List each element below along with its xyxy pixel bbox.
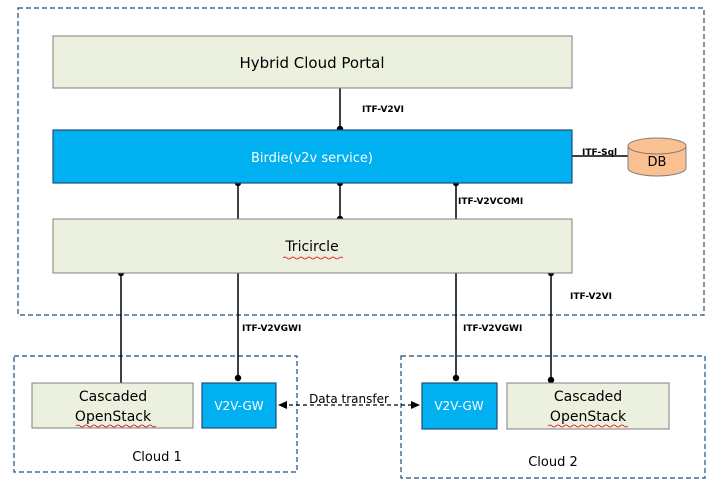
cascaded-openstack-left-box xyxy=(31,382,194,429)
tricircle-box xyxy=(52,218,573,274)
openstack-left-spellcheck-underline xyxy=(75,424,157,428)
cascaded-right-line2: OpenStack xyxy=(550,409,627,425)
itf-v2vi-right-label: ITF-V2VI xyxy=(570,292,612,302)
cascaded-left-line1: Cascaded xyxy=(79,389,147,405)
main-region xyxy=(17,7,705,316)
itf-v2vgwi-left-label: ITF-V2VGWI xyxy=(242,324,301,334)
db-cylinder xyxy=(627,137,687,177)
connectors xyxy=(120,88,628,406)
portal-label: Hybrid Cloud Portal xyxy=(239,54,384,72)
db-label: DB xyxy=(648,155,667,170)
v2v-gw-left-label: V2V-GW xyxy=(214,399,263,413)
cascaded-right-line1: Cascaded xyxy=(554,389,622,405)
openstack-right-spellcheck-underline xyxy=(547,424,629,428)
cloud2-region xyxy=(400,355,706,479)
birdie-label: Birdie(v2v service) xyxy=(251,151,373,166)
cascaded-openstack-right-box xyxy=(506,382,670,430)
itf-sql-label: ITF-Sql xyxy=(582,148,617,158)
tricircle-spellcheck-underline xyxy=(282,256,344,260)
cloud2-title: Cloud 2 xyxy=(528,455,578,470)
itf-v2vcomi-label: ITF-V2VCOMI xyxy=(458,197,523,207)
data-transfer-label: Data transfer xyxy=(309,392,389,406)
cloud1-region xyxy=(13,355,298,473)
v2v-gw-right-label: V2V-GW xyxy=(434,399,483,413)
cloud1-title: Cloud 1 xyxy=(132,450,182,465)
data-transfer-arrow-left xyxy=(278,401,287,409)
birdie-box xyxy=(52,129,573,184)
itf-v2vgwi-right-label: ITF-V2VGWI xyxy=(463,324,522,334)
tricircle-label: Tricircle xyxy=(284,239,338,255)
portal-box xyxy=(52,35,573,89)
cascaded-left-line2: OpenStack xyxy=(75,409,152,425)
v2v-gw-right-box xyxy=(421,382,498,430)
v2v-gw-left-box xyxy=(201,382,277,429)
data-transfer-arrow-right xyxy=(411,401,420,409)
itf-v2vi-top-label: ITF-V2VI xyxy=(362,105,404,115)
